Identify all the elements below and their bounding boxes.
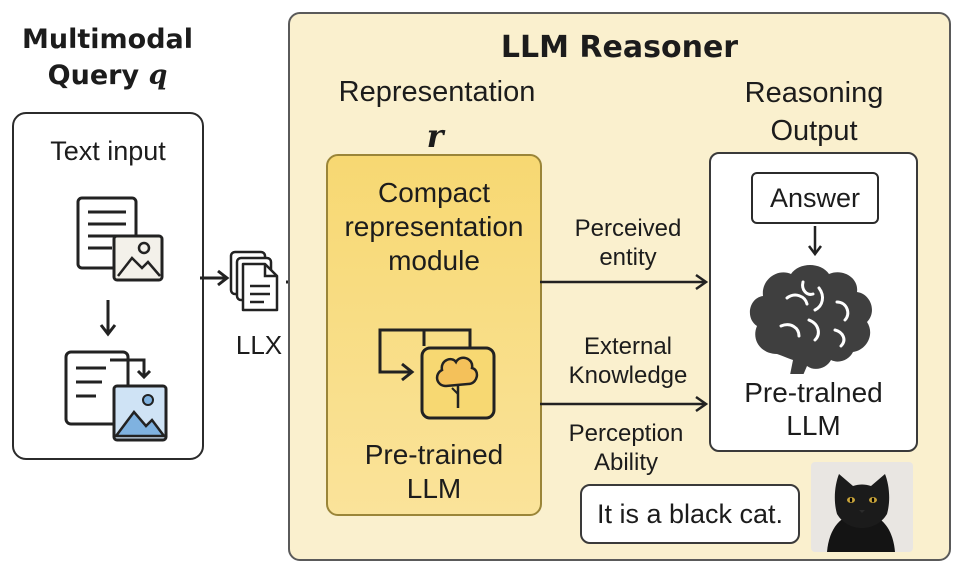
query-to-llx-arrow xyxy=(200,269,230,287)
pretrained-line2: LLM xyxy=(406,473,462,504)
pretrained-line1: Pre-trained xyxy=(364,439,504,470)
query-title-line2: Query q xyxy=(0,58,215,94)
cat-caption-bubble: It is a black cat. xyxy=(580,484,800,544)
external-line2: Knowledge xyxy=(568,362,688,389)
query-title-word: Query xyxy=(47,60,140,91)
external-knowledge-arrow xyxy=(540,395,709,413)
compact-line2: representation xyxy=(344,211,524,242)
perception-line2: Ability xyxy=(593,449,659,476)
llx-label: LLX xyxy=(235,330,283,360)
query-panel: Text input xyxy=(12,112,204,460)
compact-line1: Compact xyxy=(377,177,491,208)
representation-variable: r xyxy=(426,117,444,155)
pretrained-llm-label: Pre-trained LLM xyxy=(328,438,540,506)
perceived-line1: Perceived xyxy=(574,215,682,242)
pretralned-line2: LLM xyxy=(786,410,841,441)
answer-box: Answer xyxy=(751,172,879,224)
perceived-entity-arrow xyxy=(540,273,709,291)
compact-representation-module: Compact representation module Pre-traine… xyxy=(326,154,542,516)
external-knowledge-label: External Knowledge xyxy=(542,332,714,390)
perception-ability-label: Perception Ability xyxy=(540,419,712,477)
perceived-line2: entity xyxy=(599,244,657,271)
cycle-tree-icon xyxy=(378,328,496,420)
reasoning-output-panel: Answer Pre-tralned LLM xyxy=(709,152,918,452)
text-input-label: Text input xyxy=(50,136,166,166)
black-cat-photo xyxy=(811,462,913,552)
stacked-documents-icon xyxy=(229,250,279,312)
pretralned-line1: Pre-tralned xyxy=(744,377,883,408)
representation-title: Representation xyxy=(338,76,536,108)
answer-down-arrow-icon xyxy=(808,226,822,257)
brain-icon xyxy=(749,265,872,374)
perception-line1: Perception xyxy=(568,420,684,447)
reasoning-line1: Reasoning xyxy=(744,77,884,109)
external-line1: External xyxy=(583,333,673,360)
query-variable: q xyxy=(148,60,168,91)
llm-reasoner-panel: LLM Reasoner Representation r Compact re… xyxy=(288,12,951,561)
compact-line3: module xyxy=(388,245,480,276)
pretralned-llm-label: Pre-tralned LLM xyxy=(711,376,916,442)
perceived-entity-label: Perceived entity xyxy=(548,214,708,272)
document-swap-icon xyxy=(64,350,168,442)
reasoner-title: LLM Reasoner xyxy=(500,30,739,65)
reasoning-line2: Output xyxy=(770,115,858,147)
compact-module-label: Compact representation module xyxy=(328,176,540,278)
document-image-icon xyxy=(76,196,164,282)
down-arrow-icon xyxy=(99,300,117,337)
reasoning-output-title: Reasoning Output xyxy=(720,74,908,150)
query-title: Multimodal Query q xyxy=(0,22,215,94)
query-title-line1: Multimodal xyxy=(22,24,193,55)
black-cat-image xyxy=(811,462,913,552)
